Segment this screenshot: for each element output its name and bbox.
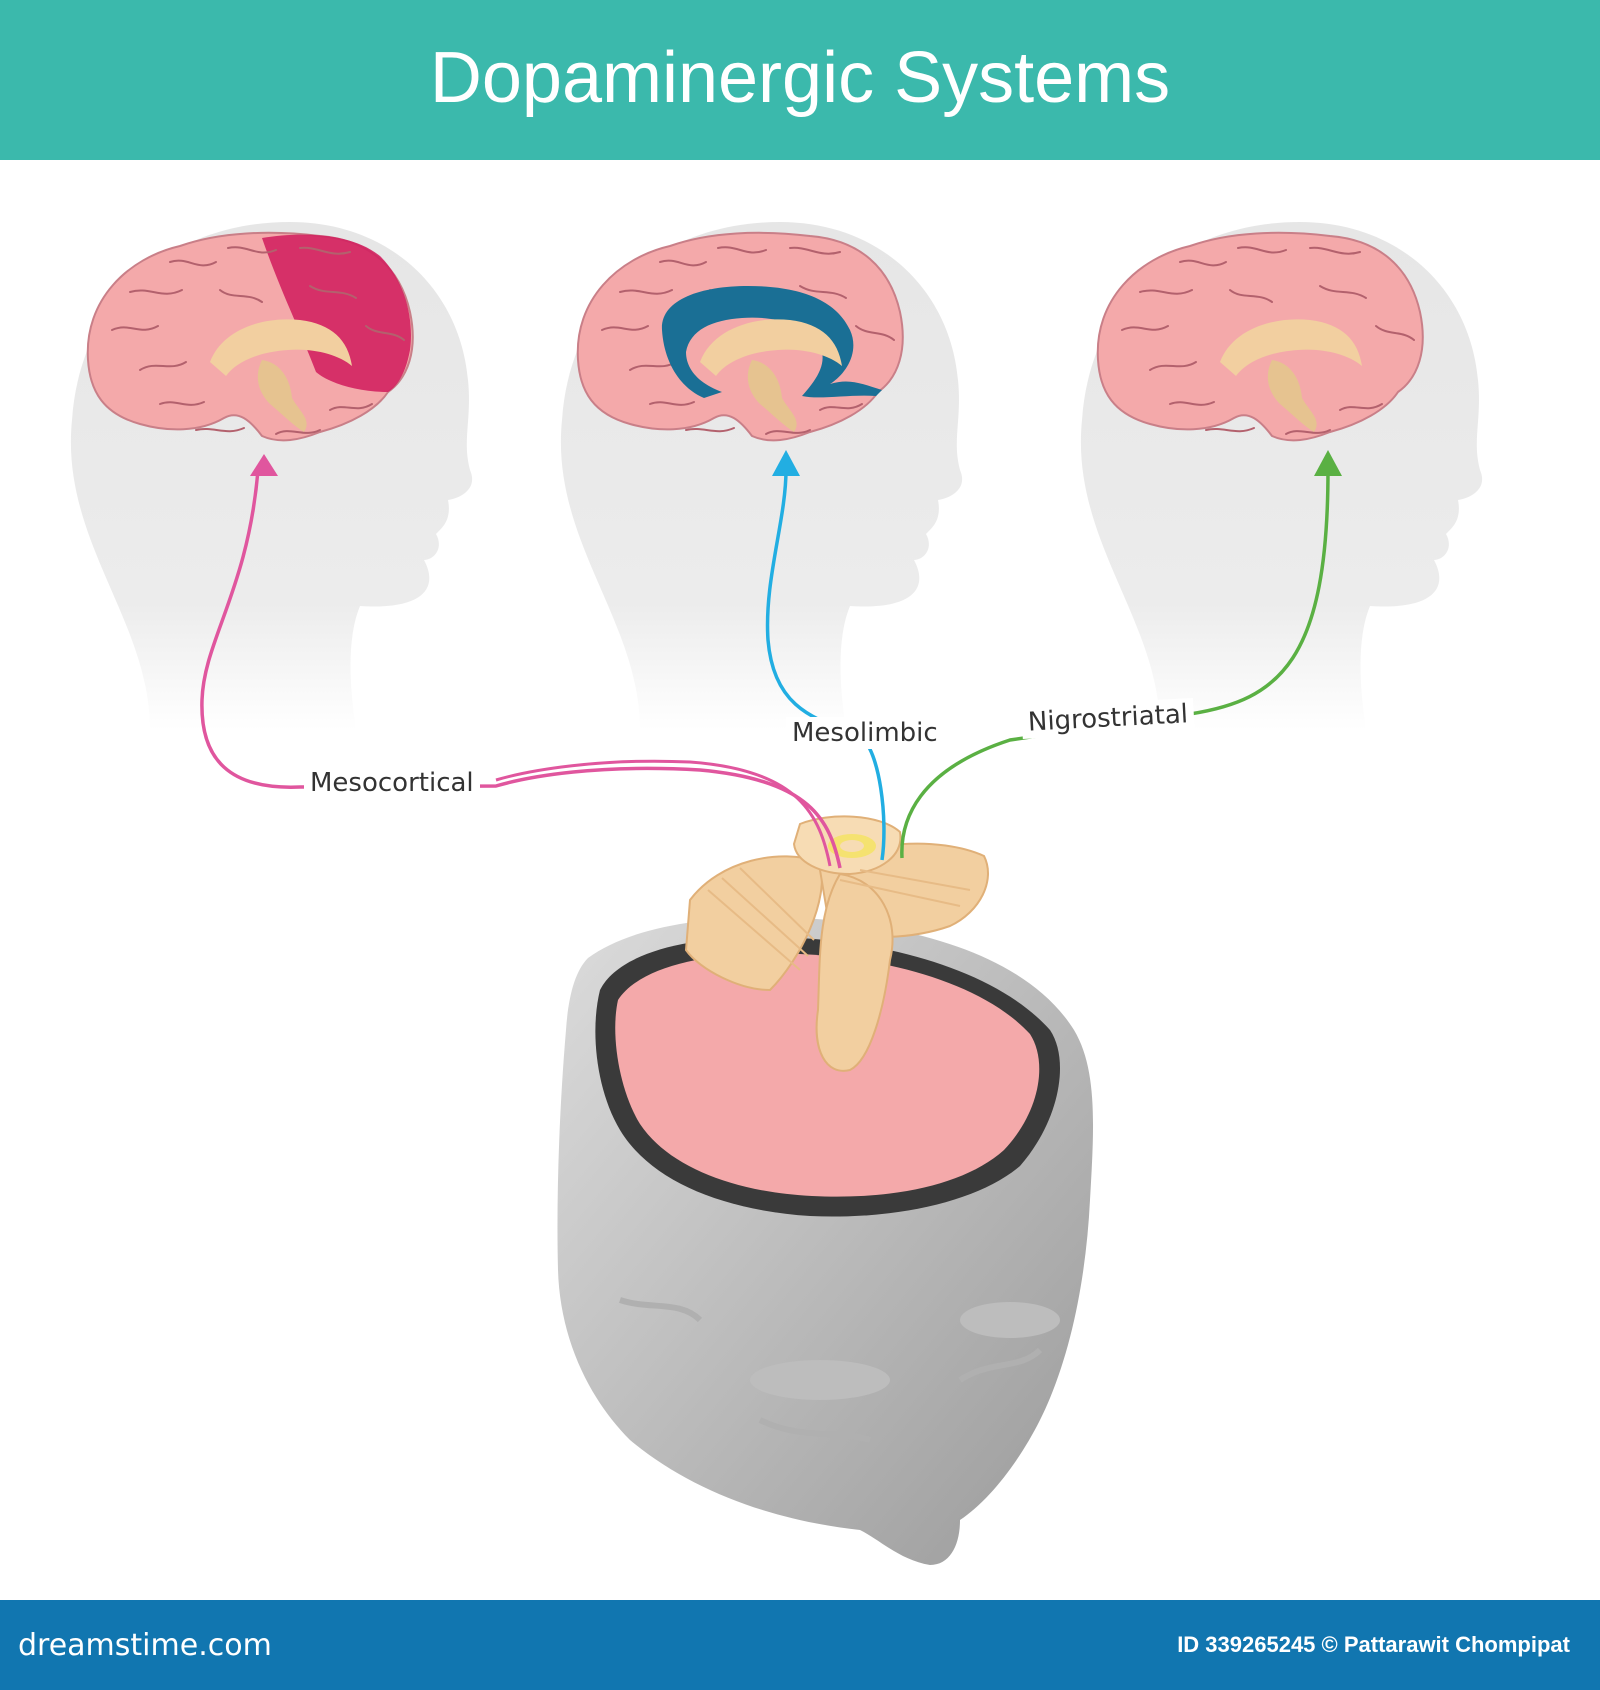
label-mesolimbic: Mesolimbic (786, 717, 944, 749)
mesolimbic-pathway (765, 469, 886, 861)
image-credit: ID 339265245 © Pattarawit Chompipat (1177, 1632, 1570, 1657)
brainstem-illustration (684, 815, 989, 1072)
exposed-brain (615, 953, 1040, 1197)
diagram-canvas (70, 222, 1483, 1565)
head-mesocortical (70, 222, 473, 730)
skull-illustration (557, 917, 1094, 1565)
brand-logo[interactable]: dreamstime.com (18, 1628, 272, 1663)
prefrontal-highlight (262, 234, 411, 392)
label-mesocortical: Mesocortical (304, 767, 480, 799)
head-nigrostriatal (1080, 222, 1483, 730)
title-banner: Dopaminergic Systems (0, 0, 1600, 160)
limbic-highlight (661, 286, 882, 398)
footer-bar: dreamstime.com ID 339265245 © Pattarawit… (0, 1600, 1600, 1690)
page-title: Dopaminergic Systems (429, 38, 1171, 118)
nigrostriatal-pathway (900, 469, 1330, 859)
head-mesolimbic (560, 222, 963, 730)
